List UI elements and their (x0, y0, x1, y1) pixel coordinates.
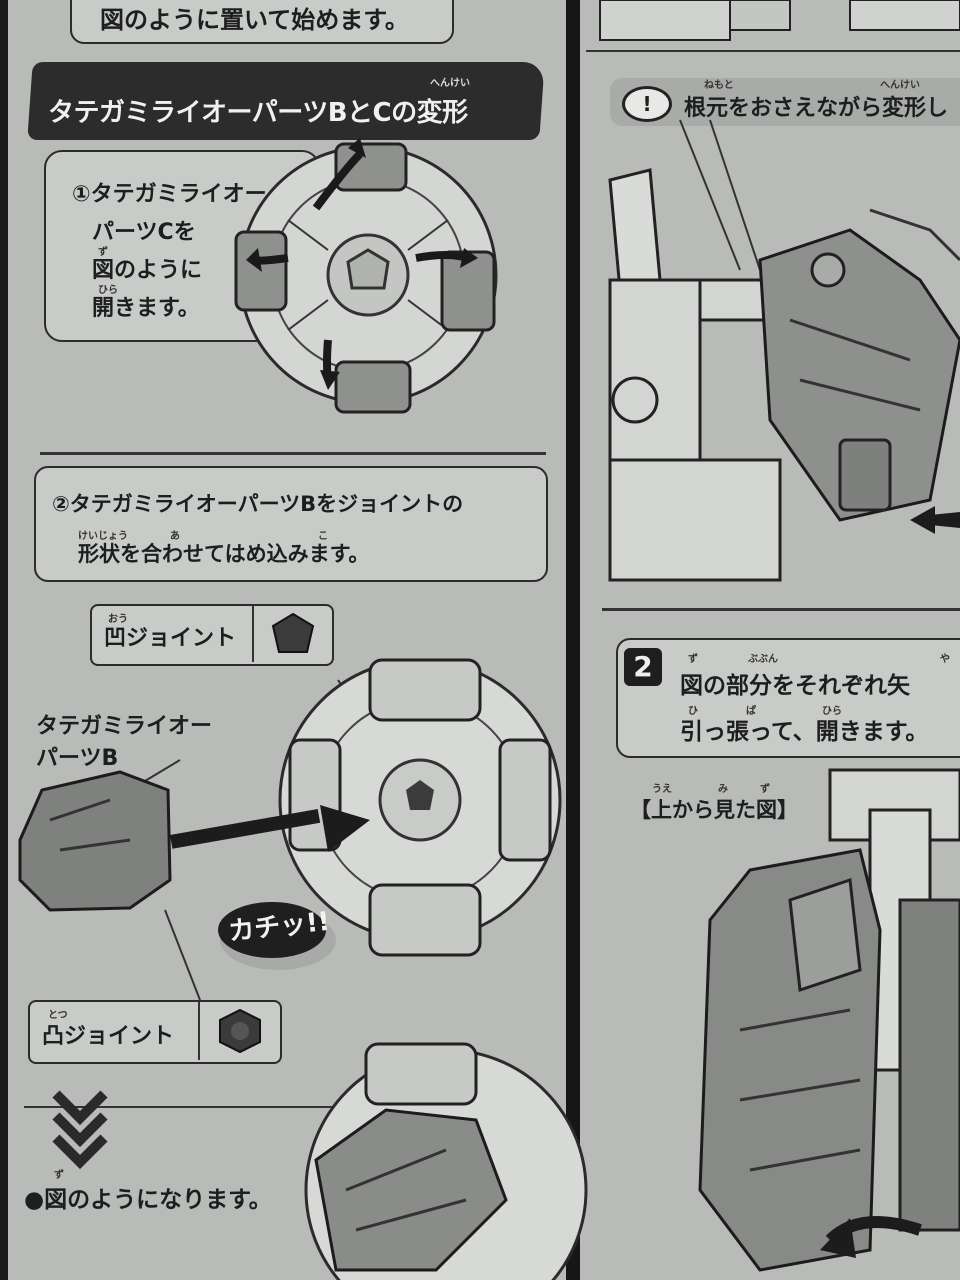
part-b-label-line1: タテガミライオー (36, 714, 213, 739)
left-page-edge (0, 0, 8, 1280)
step-number: 2 (633, 650, 653, 683)
step1-furigana-zu: ず (98, 247, 108, 258)
convex-joint-icon (198, 1002, 280, 1060)
exclamation-icon: ! (622, 86, 672, 122)
part-c-disc-illustration (234, 138, 498, 414)
caution-furigana-nemoto: ねもと (704, 80, 734, 91)
intro-box (70, 0, 454, 44)
step2-box (34, 466, 548, 582)
concave-furigana: おう (108, 614, 128, 625)
step-number-badge: 2 (624, 648, 662, 686)
right-step2-furigana-hira: ひら (822, 706, 842, 717)
right-step2-furigana-ya: や (940, 654, 950, 665)
right-step2-furigana-bubun: ぶぶん (748, 654, 778, 665)
convex-furigana: とつ (48, 1010, 68, 1021)
result-text: ●図のようになります。 (24, 1187, 272, 1213)
robot-transform-illustration (608, 119, 960, 582)
step1-line1: ①タテガミライオー (72, 182, 267, 207)
right-step2-furigana-hi: ひ (688, 706, 698, 717)
step2-furigana-ko: こ (318, 531, 328, 542)
section-divider (40, 452, 546, 455)
part-b-label-line2: パーツB (36, 746, 119, 771)
step1-furigana-hira: ひら (98, 285, 118, 296)
pentagon-icon (271, 612, 315, 653)
chevron-down-icon (52, 1090, 108, 1170)
right-step2-furigana-zu: ず (688, 654, 698, 665)
view-furigana-mi: み (718, 784, 728, 795)
step2-line2: 形状を合わせてはめ込みます。 (78, 542, 370, 566)
concave-joint-label: 凹ジョイント (104, 626, 237, 651)
right-step2-line1: 図の部分をそれぞれ矢 (680, 673, 910, 699)
result-furigana: ず (54, 1170, 64, 1181)
concave-joint-icon (252, 606, 332, 662)
assembled-part-illustration (304, 1042, 588, 1280)
caution-furigana-henkei: へんけい (880, 80, 920, 91)
caution-text: 根元をおさえながら変形し (684, 96, 949, 121)
right-step2-box (616, 638, 960, 758)
right-top-divider (586, 50, 960, 52)
step2-furigana-keijou: けいじょう (78, 531, 128, 542)
hexagon-icon (219, 1008, 261, 1054)
joint-assembly-illustration (18, 658, 562, 1001)
step1-line4: 開きます。 (92, 296, 200, 321)
column-divider (566, 0, 580, 1280)
step2-furigana-a: あ (170, 531, 180, 542)
step1-line3: 図のように (92, 258, 203, 283)
view-label: 【上から見た図】 (630, 798, 798, 822)
banner-furigana: へんけい (430, 78, 470, 89)
result-divider (24, 1106, 544, 1108)
top-view-illustration (698, 768, 960, 1272)
intro-text: 図のように置いて始めます。 (100, 0, 409, 35)
right-step2-furigana-pa: ぱ (746, 706, 756, 717)
convex-joint-label: 凸ジョイント (42, 1024, 175, 1049)
view-furigana-zu: ず (760, 784, 770, 795)
intro-text-inner: 図のように置いて始めます。 (100, 6, 409, 34)
step2-line1: ②タテガミライオーパーツBをジョイントの (52, 492, 464, 516)
right-section-divider (602, 608, 960, 611)
robot-top-fragment (599, 0, 960, 41)
view-furigana-ue: うえ (652, 784, 672, 795)
right-step2-line2: 引っ張って、開きます。 (680, 719, 929, 745)
section-title: タテガミライオーパーツBとCの変形 (48, 98, 468, 128)
step1-line2: パーツCを (92, 220, 196, 245)
